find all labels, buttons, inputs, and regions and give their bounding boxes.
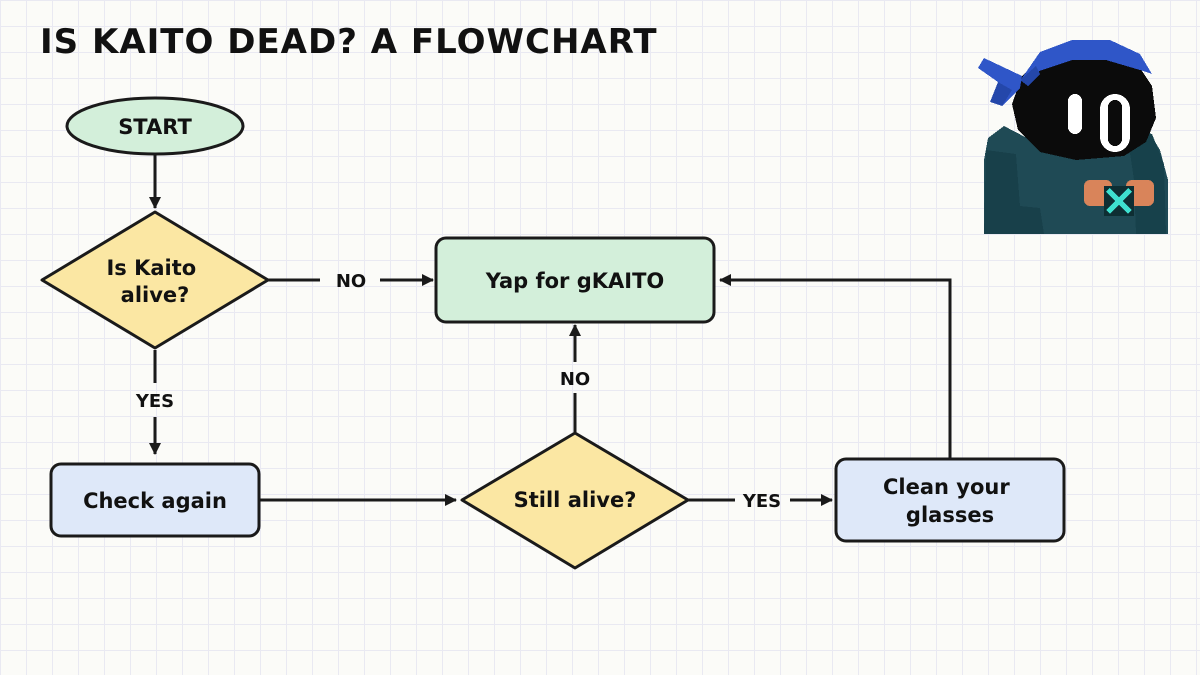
edge-label-alive-no: NO bbox=[336, 271, 366, 292]
decision-still-alive-label: Still alive? bbox=[514, 488, 637, 512]
decision-is-kaito-alive-line-1: Is Kaito bbox=[106, 256, 196, 280]
action-clean-glasses: Clean your glasses bbox=[834, 457, 1066, 543]
page-title: IS KAITO DEAD? A FLOWCHART bbox=[40, 22, 658, 62]
decision-is-kaito-alive-line-2: alive? bbox=[121, 283, 190, 307]
start-node: START bbox=[65, 96, 245, 156]
edge-label-still-yes: YES bbox=[742, 491, 781, 512]
decision-still-alive: Still alive? bbox=[460, 431, 690, 570]
action-clean-glasses-text: Clean your glasses bbox=[883, 475, 1017, 527]
edge-label-alive-yes: YES bbox=[135, 391, 174, 412]
decision-is-kaito-alive-text: Is Kaito alive? bbox=[106, 256, 203, 307]
action-check-again: Check again bbox=[49, 462, 261, 538]
edge-label-still-no: NO bbox=[560, 369, 590, 390]
action-yap-label: Yap for gKAITO bbox=[485, 269, 665, 293]
decision-is-kaito-alive: Is Kaito alive? bbox=[40, 210, 270, 350]
action-yap-for-gkaito: Yap for gKAITO bbox=[434, 236, 716, 324]
action-check-again-label: Check again bbox=[83, 489, 227, 513]
action-clean-glasses-line-1: Clean your bbox=[883, 475, 1010, 499]
start-label: START bbox=[118, 115, 192, 139]
edge-clean-to-yap bbox=[719, 274, 952, 458]
action-clean-glasses-line-2: glasses bbox=[906, 503, 994, 527]
ninja-mascot-icon bbox=[978, 40, 1168, 234]
